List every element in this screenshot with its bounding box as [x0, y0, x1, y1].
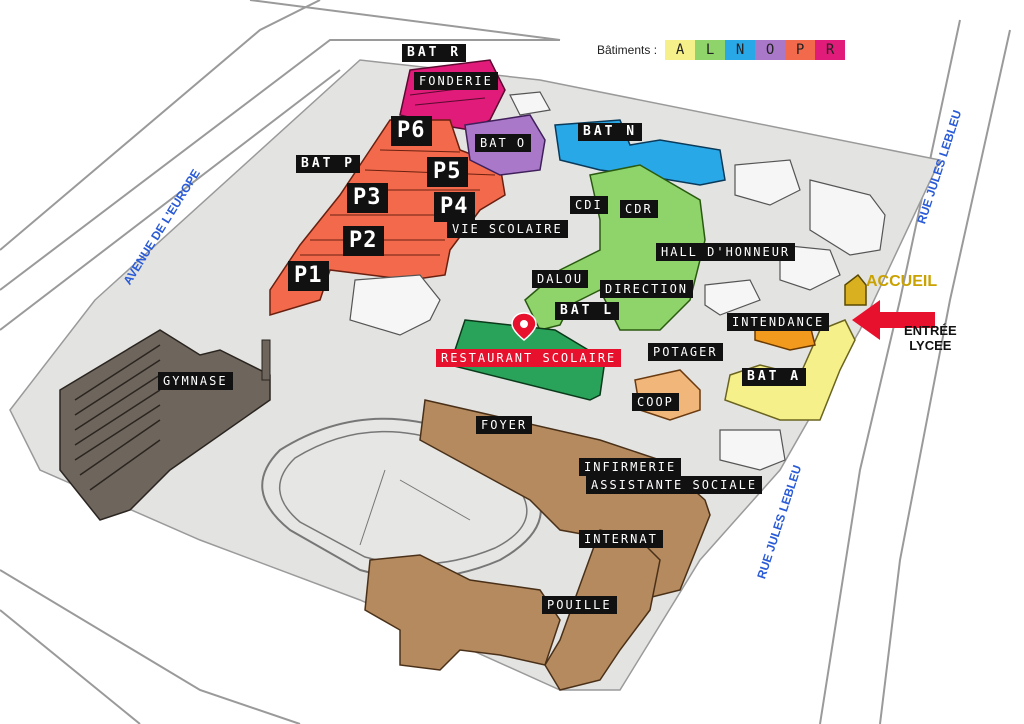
label-bat-p: BAT P [296, 155, 361, 173]
label-bat-a: BAT A [742, 368, 807, 386]
outline-buildings [349, 91, 886, 471]
label-dalou: DALOU [532, 270, 589, 288]
label-coop: COOP [632, 393, 679, 411]
label-direction: DIRECTION [600, 280, 694, 298]
label-bat-n: BAT N [578, 123, 643, 141]
label-bat-r: BAT R [402, 44, 467, 62]
legend-item-n: N [725, 40, 756, 60]
label-foyer: FOYER [476, 416, 533, 434]
label-potager: POTAGER [648, 343, 723, 361]
restaurant-pin-icon [511, 312, 537, 341]
legend-item-r: R [815, 40, 846, 60]
label-fonderie: FONDERIE [414, 72, 498, 90]
label-infirmerie: INFIRMERIE [579, 458, 682, 476]
label-entree: ENTRÉE [904, 323, 957, 338]
label-p5: P5 [427, 157, 468, 187]
label-lycee: LYCEE [909, 338, 952, 353]
label-internat: INTERNAT [579, 530, 663, 548]
label-bat-o: BAT O [475, 134, 532, 152]
label-bat-l: BAT L [555, 302, 620, 320]
label-pouille: POUILLE [542, 596, 617, 614]
legend-label: Bâtiments : [597, 43, 658, 57]
label-assistante-sociale: ASSISTANTE SOCIALE [586, 476, 763, 494]
label-entree-lycee: ENTRÉE LYCEE [904, 323, 957, 353]
label-p3: P3 [347, 183, 388, 213]
label-gymnase: GYMNASE [158, 372, 233, 390]
label-p6: P6 [391, 116, 432, 146]
label-p2: P2 [343, 226, 384, 256]
label-cdi: CDI [570, 196, 608, 214]
legend-item-p: P [785, 40, 816, 60]
legend-item-o: O [755, 40, 786, 60]
label-hall-honneur: HALL D'HONNEUR [656, 243, 796, 261]
label-p1: P1 [288, 261, 329, 291]
label-intendance: INTENDANCE [727, 313, 830, 331]
street-jules-road [819, 19, 1011, 724]
label-vie-scolaire: VIE SCOLAIRE [447, 220, 568, 238]
street-europe-road [0, 0, 561, 331]
legend-item-l: L [695, 40, 726, 60]
street-europe-outer [0, 0, 321, 251]
label-accueil: ACCUEIL [866, 273, 938, 290]
pouille-building [364, 554, 561, 671]
accueil-building [844, 273, 867, 306]
entree-arrow [852, 300, 935, 340]
label-restaurant-scolaire: RESTAURANT SCOLAIRE [436, 349, 622, 367]
buildings-legend: Bâtiments : A L N O P R [597, 40, 846, 60]
label-p4: P4 [434, 192, 475, 222]
label-cdr: CDR [620, 200, 658, 218]
street-bottom-road [0, 569, 301, 724]
legend-item-a: A [665, 40, 696, 60]
campus-ground [9, 59, 942, 691]
